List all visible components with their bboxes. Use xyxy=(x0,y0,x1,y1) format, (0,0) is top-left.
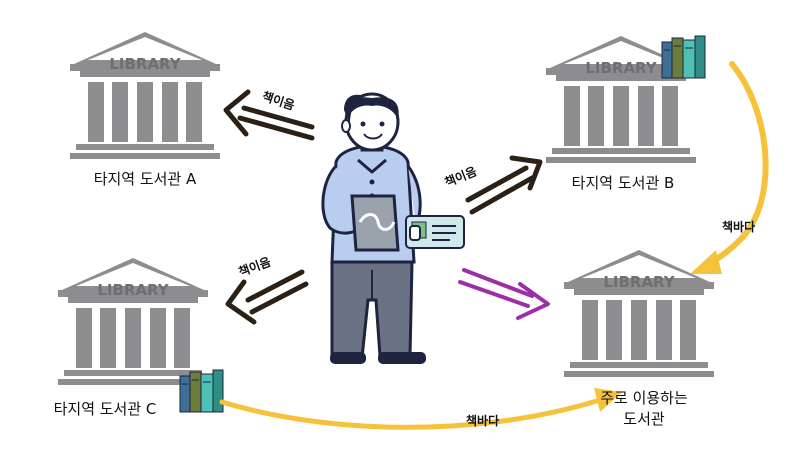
arrow-to-library-b xyxy=(465,155,543,215)
library-b-label: 타지역 도서관 B xyxy=(571,174,675,192)
home-library-label-line2: 도서관 xyxy=(623,410,665,428)
person-figure xyxy=(321,92,426,364)
library-card-icon xyxy=(405,215,465,249)
arrow-to-library-a xyxy=(223,89,315,141)
books-icon xyxy=(661,35,706,79)
home-library-sign: LIBRARY xyxy=(603,273,675,291)
library-c-sign: LIBRARY xyxy=(97,281,169,299)
library-b-sign: LIBRARY xyxy=(585,59,657,77)
exchange-arrowhead-c xyxy=(594,388,622,412)
exchange-arrowhead-b xyxy=(690,250,722,274)
arrow-to-home-library xyxy=(458,268,550,320)
library-a-label: 타지역 도서관 A xyxy=(93,170,197,188)
books-icon xyxy=(179,369,224,413)
arrow-label-b-to-home: 책바다 xyxy=(722,220,756,234)
library-c-label: 타지역 도서관 C xyxy=(53,400,157,418)
library-b-building: LIBRARY xyxy=(546,36,696,163)
home-library-label-line1: 주로 이용하는 xyxy=(600,389,688,407)
exchange-arrow-c-to-home xyxy=(219,397,603,430)
library-a-building: LIBRARY xyxy=(70,32,220,159)
home-library-building: LIBRARY xyxy=(564,250,714,377)
exchange-arrow-b-to-home xyxy=(702,61,769,269)
library-c-building: LIBRARY xyxy=(58,258,208,385)
arrow-to-library-c xyxy=(225,269,309,325)
library-a-sign: LIBRARY xyxy=(109,55,181,73)
arrow-label-c-to-home: 책바다 xyxy=(466,414,500,428)
